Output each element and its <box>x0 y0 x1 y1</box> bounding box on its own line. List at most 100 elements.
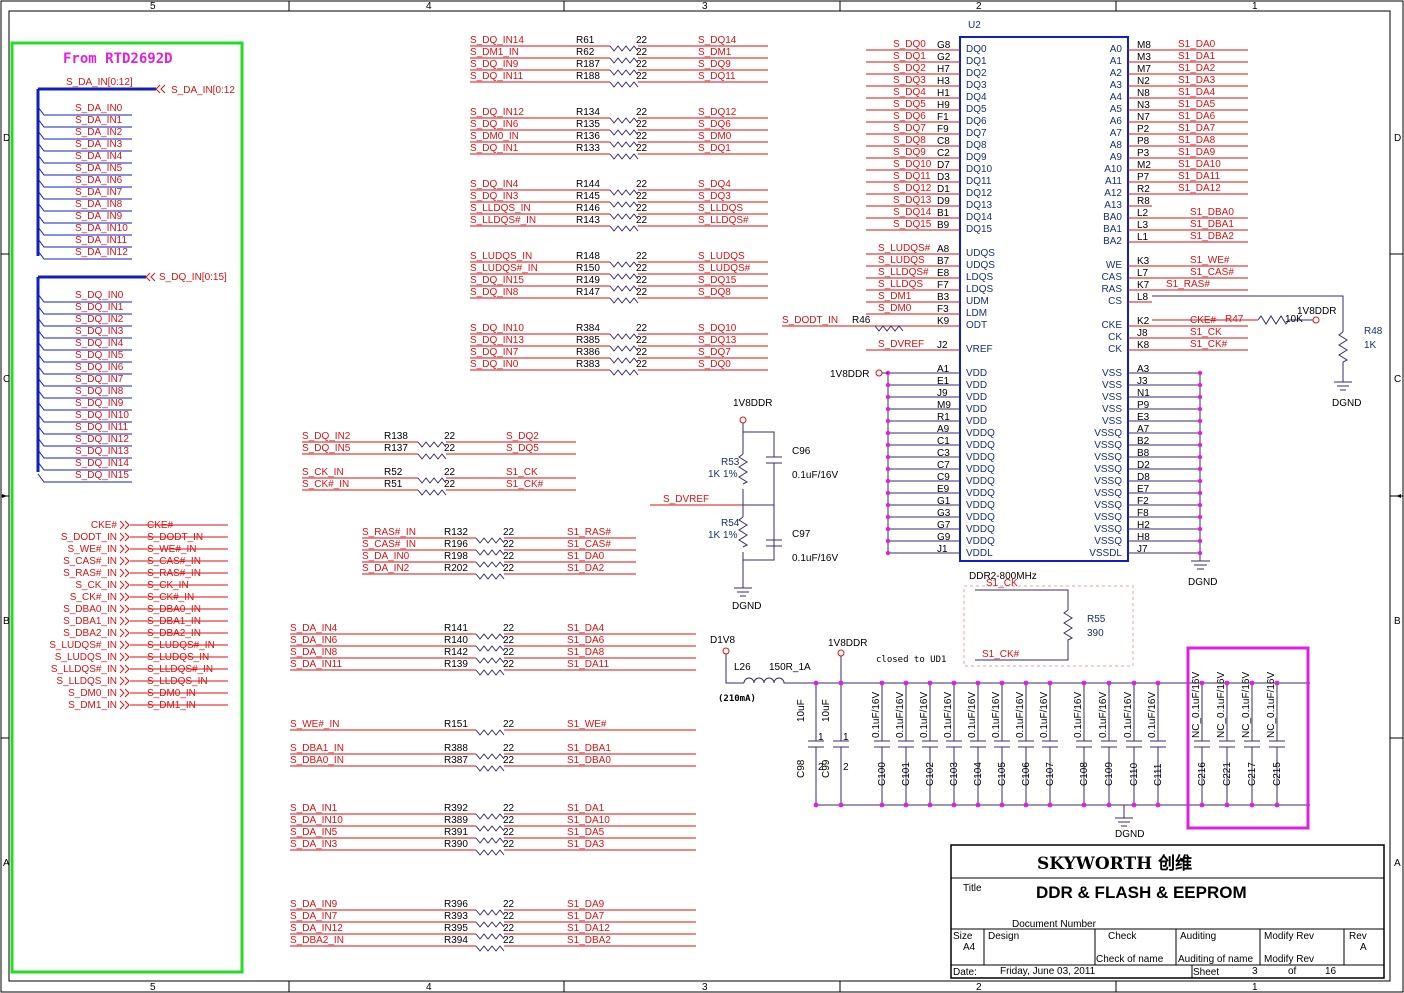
dq-bus-entry <box>37 449 132 459</box>
title-label: Title <box>963 883 982 894</box>
dq-bus-entry <box>37 437 132 447</box>
u2-ball: B3 <box>937 292 950 303</box>
vref-rail-label: 1V8DDR <box>733 398 772 409</box>
u2-ball: N7 <box>1137 112 1150 123</box>
u2-pin-name: DQ5 <box>966 104 987 115</box>
res-value: 22 <box>444 479 456 490</box>
dq-net-label: S_DQ_IN9 <box>75 398 124 409</box>
res-out-net: S_LLDQS <box>698 203 743 214</box>
u2-gnd-label: DGND <box>1188 577 1217 588</box>
control-port-label: S_DBA2_IN <box>63 628 117 639</box>
title-block: SKYWORTH 创维 Title DDR & FLASH & EEPROM D… <box>950 844 1385 979</box>
dq-bus-entry <box>37 365 132 375</box>
row-label-right: A <box>1394 858 1401 869</box>
junction-dot <box>1197 382 1203 388</box>
res-in-net: S_RAS#_IN <box>362 527 416 538</box>
res-out-net: S1_DA4 <box>567 623 605 634</box>
da-bus-entry <box>37 226 132 236</box>
u2-right-net: S1_DA12 <box>1178 183 1221 194</box>
u2-ball: H2 <box>1137 520 1150 531</box>
junction-dot <box>885 442 891 448</box>
dq-net-label: S_DQ_IN0 <box>75 290 124 301</box>
u2-pin-name: VDDQ <box>966 512 995 523</box>
u2-left-net: S_DQ4 <box>893 87 926 98</box>
u2-ball: H8 <box>1137 532 1150 543</box>
u2-pin-name: A2 <box>1110 68 1123 79</box>
cap-value: 10uF <box>796 699 807 722</box>
control-port-label: CKE# <box>91 520 118 531</box>
cap-value: 0.1uF/16V <box>895 692 906 738</box>
res-value: 22 <box>503 635 515 646</box>
dq-net-label: S_DQ_IN12 <box>75 434 129 445</box>
resistor-symbol <box>475 561 505 568</box>
junction-dot <box>879 680 885 686</box>
res-ref: R142 <box>444 647 468 658</box>
source-box: From RTD2692D S_DA_IN[0:12] S_DA_IN[0:12… <box>10 41 244 974</box>
u2-ball: H9 <box>937 100 950 111</box>
junction-dot <box>927 802 933 808</box>
res-ref: R61 <box>576 35 595 46</box>
junction-dot <box>1197 502 1203 508</box>
u2-pin-name: VDDQ <box>966 488 995 499</box>
modify-rev-label-2: Modify Rev <box>1264 954 1314 965</box>
auditing-of-label: Auditing of name <box>1178 954 1253 965</box>
u2-pin-name: VSSQ <box>1094 464 1122 475</box>
u2-left-net: S_DQ12 <box>893 183 932 194</box>
res-ref: R147 <box>576 287 600 298</box>
control-port-label: S_DBA0_IN <box>63 604 117 615</box>
res-ref: R391 <box>444 827 468 838</box>
u2-pin-name: UDQS <box>966 248 995 259</box>
u2-pin-name: A11 <box>1105 176 1122 187</box>
u2-left-net: S_DQ14 <box>893 207 932 218</box>
u2-right-net: S1_DA7 <box>1178 123 1216 134</box>
u2-left-net: S_DM1 <box>878 291 912 302</box>
res-in-net: S_DQ_IN14 <box>470 35 524 46</box>
resistor-symbol <box>475 645 505 652</box>
res-ref: R139 <box>444 659 468 670</box>
u2-ball: E7 <box>1137 484 1150 495</box>
resistor-symbol <box>475 837 505 844</box>
res-in-net: S_DQ_IN5 <box>302 443 351 454</box>
cap-ref: C98 <box>796 759 807 778</box>
res-out-net: S1_DA10 <box>567 815 610 826</box>
u2-left-net: S_DQ0 <box>893 39 926 50</box>
junction-dot <box>1197 454 1203 460</box>
dq-net-label: S_DQ_IN2 <box>75 314 124 325</box>
control-port-arrow <box>119 544 228 554</box>
u2-ball: K9 <box>937 316 950 327</box>
capacitor-symbol <box>1219 683 1235 805</box>
control-port-arrow <box>119 580 228 590</box>
u2-ball: L2 <box>1137 208 1149 219</box>
u2-pin-name: VSSQ <box>1094 440 1122 451</box>
res-value: 22 <box>636 335 648 346</box>
capacitor-symbol <box>898 683 914 805</box>
res-out-net: S_LUDQS <box>698 251 745 262</box>
cap-value: 0.1uF/16V <box>1147 692 1158 738</box>
dq-net-label: S_DQ_IN10 <box>75 410 129 421</box>
u2-ball: P2 <box>1137 124 1150 135</box>
junction-dot <box>1197 514 1203 520</box>
u2-pin-name: VDDQ <box>966 500 995 511</box>
control-port-arrow <box>119 532 228 542</box>
control-port-label: S_DBA1_IN <box>63 616 117 627</box>
res-ref: R389 <box>444 815 468 826</box>
res-out-net: S1_RAS# <box>567 527 611 538</box>
cap-ref: C221 <box>1222 762 1233 786</box>
u2-right-net: S1_DA10 <box>1178 159 1221 170</box>
res-in-net: S_CK_IN <box>302 467 344 478</box>
control-port-arrow <box>119 700 228 710</box>
control-port-label: S_DM1_IN <box>68 700 117 711</box>
junction-dot <box>1155 802 1161 808</box>
da-net-label: S_DA_IN1 <box>75 115 123 126</box>
auditing-label: Auditing <box>1180 931 1216 942</box>
u2-pin-name: A1 <box>1110 56 1123 67</box>
u2-ball: C8 <box>937 136 950 147</box>
resistor-symbol <box>609 357 639 364</box>
junction-dot <box>1106 802 1112 808</box>
u2-ball: P9 <box>1137 400 1150 411</box>
u2-ball: H7 <box>937 64 950 75</box>
control-port-arrow <box>119 592 228 602</box>
u2-pin-name: VDD <box>966 368 987 379</box>
u2-pin-name: CK <box>1108 344 1122 355</box>
